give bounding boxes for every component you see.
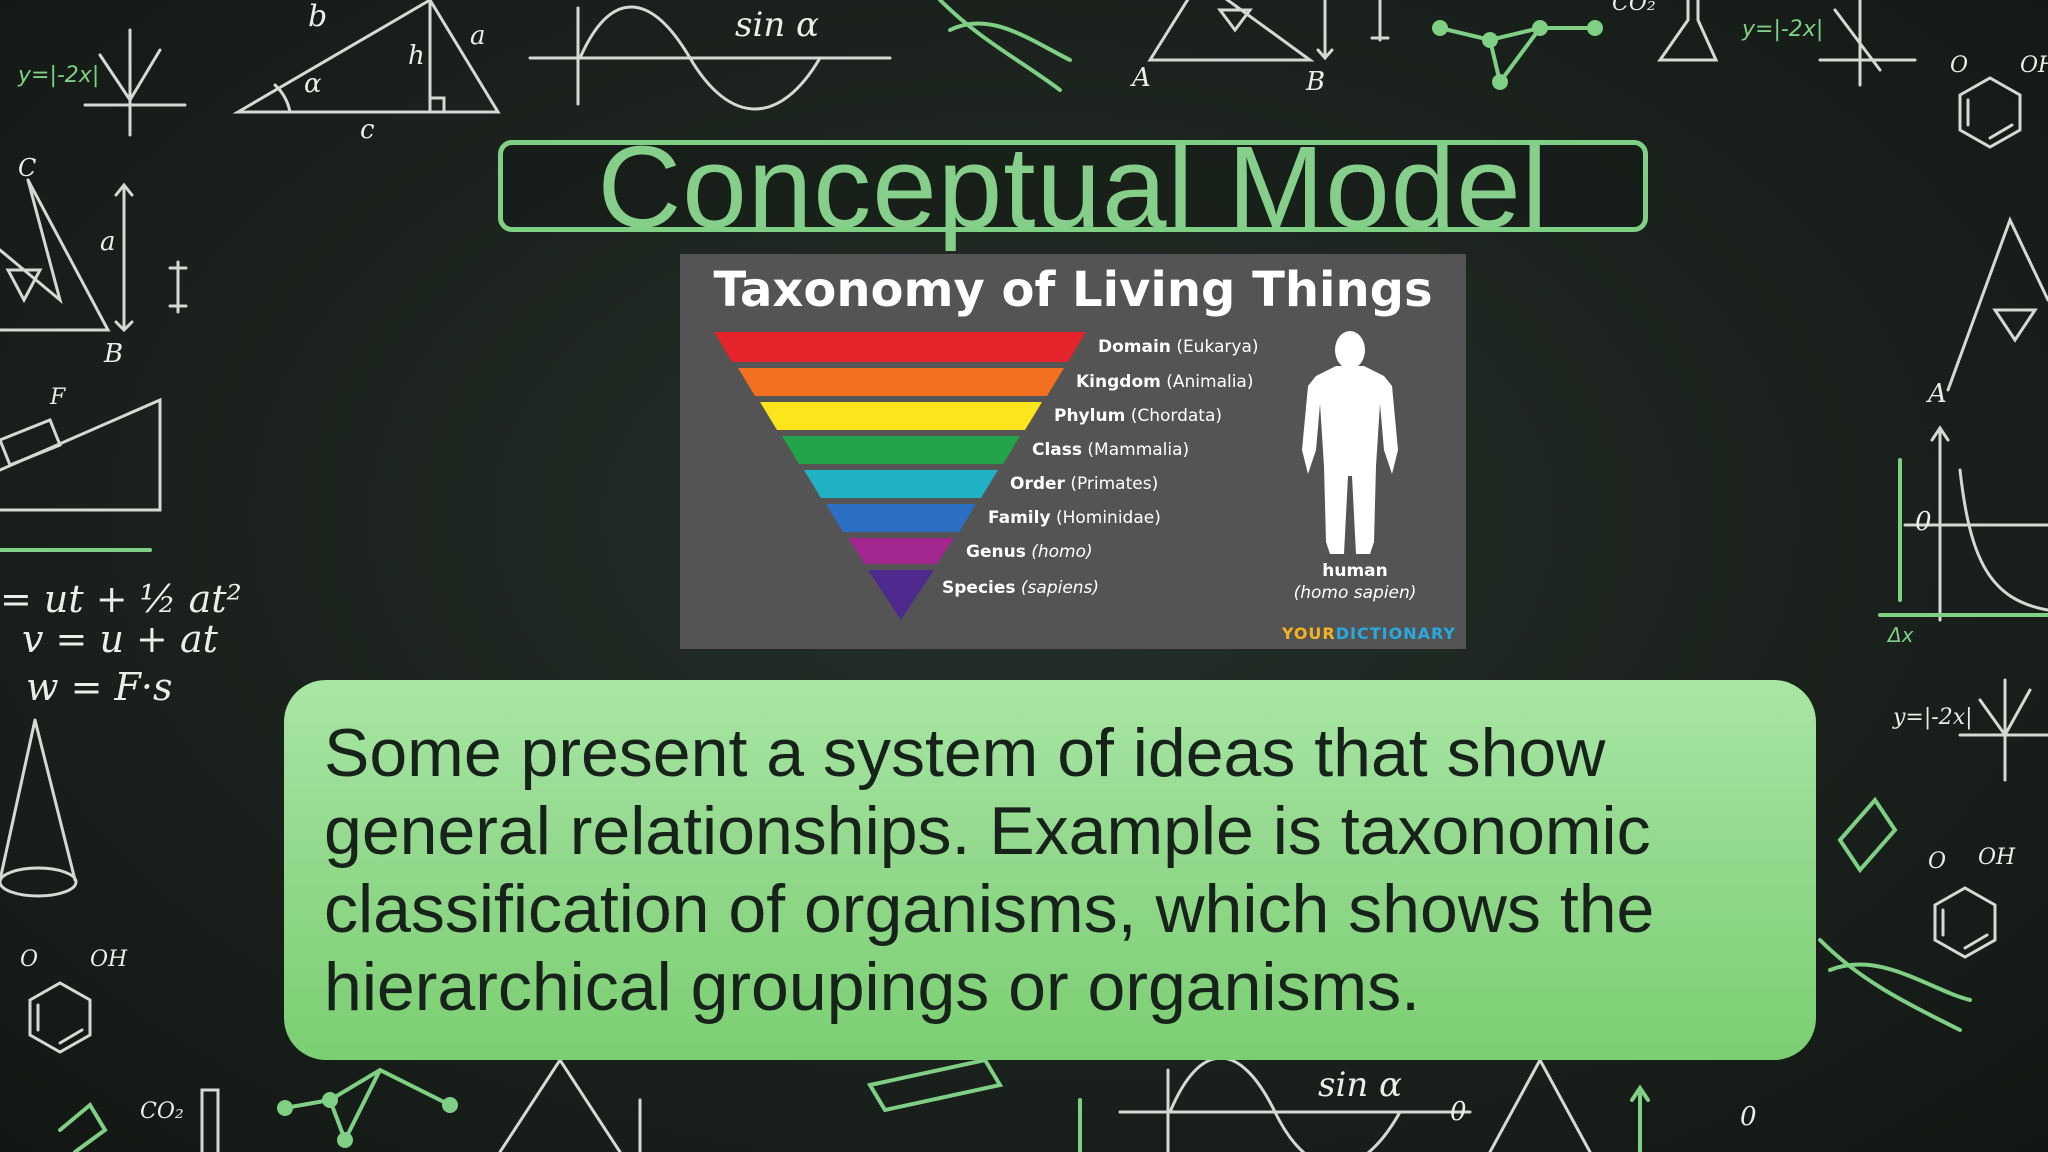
rank-label-class: Class (Mammalia): [1032, 440, 1190, 460]
pyramid-band-genus: [848, 538, 954, 564]
svg-text:a: a: [470, 21, 486, 51]
svg-text:0: 0: [1915, 507, 1932, 537]
svg-text:= ut + ½ at²: = ut + ½ at²: [0, 577, 242, 621]
sine-wave-doodle: [528, 6, 892, 106]
benzene-ring-doodle: [1958, 76, 2022, 149]
human-silhouette: [1302, 331, 1398, 554]
slide-title: Conceptual Model: [597, 122, 1549, 252]
svg-text:v = u + at: v = u + at: [22, 617, 219, 661]
svg-text:sin α: sin α: [735, 5, 819, 45]
svg-text:0: 0: [1740, 1102, 1757, 1132]
svg-text:B: B: [103, 339, 123, 369]
svg-text:h: h: [408, 41, 425, 71]
svg-text:w = F·s: w = F·s: [26, 665, 172, 709]
svg-text:B: B: [1305, 67, 1325, 97]
svg-text:y=|-2x|: y=|-2x|: [1892, 705, 1973, 730]
svg-text:b: b: [308, 0, 327, 34]
pyramid-band-order: [804, 470, 998, 498]
svg-text:y=|-2x|: y=|-2x|: [1741, 17, 1823, 42]
svg-text:OH: OH: [1978, 845, 2016, 870]
pyramid-band-phylum: [760, 402, 1042, 430]
svg-text:C: C: [18, 154, 36, 182]
title-frame: [498, 140, 1648, 232]
rank-label-domain: Domain (Eukarya): [1098, 337, 1259, 357]
flask-doodle: [1657, 0, 1719, 62]
svg-text:CO₂: CO₂: [1612, 0, 1656, 16]
rank-label-species: Species (sapiens): [942, 578, 1100, 598]
svg-text:O: O: [1928, 849, 1946, 874]
pyramid-band-domain: [714, 332, 1086, 362]
svg-text:F: F: [49, 385, 66, 410]
taxonomy-pyramid: [714, 331, 1398, 620]
pyramid-band-class: [782, 436, 1020, 464]
svg-text:a: a: [100, 227, 116, 257]
rank-label-genus: Genus (homo): [966, 542, 1093, 562]
svg-text:0: 0: [1450, 1097, 1467, 1127]
svg-text:Δx: Δx: [1886, 623, 1914, 647]
svg-text:A: A: [1130, 63, 1151, 93]
yourdictionary-logo: YOURDICTIONARY: [1281, 624, 1456, 643]
human-caption: human (homo sapien): [1270, 560, 1440, 604]
rank-label-family: Family (Hominidae): [988, 508, 1161, 528]
taxonomy-title: Taxonomy of Living Things: [713, 262, 1433, 318]
pyramid-band-species: [868, 570, 934, 620]
incline-doodle: [0, 397, 162, 512]
body-text: Some present a system of ideas that show…: [324, 715, 1655, 1025]
pyramid-doodle: [0, 178, 111, 332]
svg-text:sin α: sin α: [1318, 1065, 1402, 1105]
pyramid-band-kingdom: [738, 368, 1064, 396]
svg-text:c: c: [360, 115, 375, 145]
human-name: human: [1322, 561, 1388, 581]
rank-label-phylum: Phylum (Chordata): [1054, 406, 1222, 426]
body-callout: Some present a system of ideas that show…: [284, 680, 1816, 1060]
molecule-network-doodle: [1438, 26, 1597, 84]
triangle-doodle: [232, 0, 501, 114]
svg-text:α: α: [304, 69, 322, 99]
svg-text:CO₂: CO₂: [140, 1099, 184, 1124]
human-latin-name: (homo sapien): [1293, 583, 1417, 603]
svg-text:A: A: [1926, 379, 1947, 409]
svg-text:OH: OH: [2020, 53, 2048, 78]
svg-text:O: O: [1950, 53, 1968, 78]
svg-text:O: O: [20, 947, 38, 972]
svg-text:y=|-2x|: y=|-2x|: [17, 63, 99, 88]
svg-text:OH: OH: [90, 947, 128, 972]
rank-label-kingdom: Kingdom (Animalia): [1076, 372, 1254, 392]
taxonomy-image: Taxonomy of Living Things Domain (Eukary…: [680, 254, 1466, 649]
pyramid-band-family: [826, 504, 976, 532]
rank-label-order: Order (Primates): [1010, 474, 1159, 494]
